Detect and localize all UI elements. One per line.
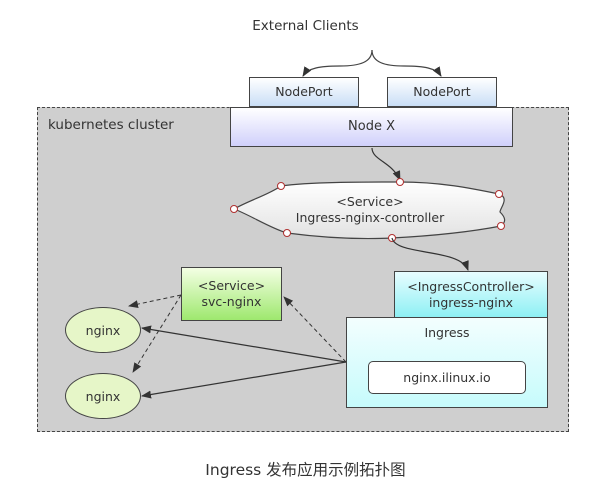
controller-service[interactable]: <Service> Ingress-nginx-controller bbox=[250, 194, 490, 226]
node-to-controller-service-arrow bbox=[371, 147, 401, 181]
pod-2-label: nginx bbox=[85, 388, 121, 404]
nodeport-right-label: NodePort bbox=[413, 84, 471, 99]
svc-to-pod1-arrow bbox=[128, 294, 182, 309]
controller-service-name: Ingress-nginx-controller bbox=[295, 210, 445, 225]
brace-right-arrow bbox=[371, 49, 442, 77]
ingress-controller-stereotype: <IngressController> bbox=[407, 278, 535, 294]
ingress-controller-name: ingress-nginx bbox=[428, 294, 514, 310]
node-x[interactable]: Node X bbox=[230, 107, 513, 147]
svc-name: svc-nginx bbox=[201, 294, 262, 309]
ingress-label: Ingress bbox=[424, 325, 470, 340]
pod-1-label: nginx bbox=[85, 322, 121, 338]
controller-service-stereotype: <Service> bbox=[336, 194, 404, 209]
svc-to-pod2-arrow bbox=[132, 294, 182, 373]
nodeport-left[interactable]: NodePort bbox=[249, 77, 359, 107]
ingress-to-pod2-arrow bbox=[141, 361, 347, 399]
nodeport-right[interactable]: NodePort bbox=[387, 77, 497, 107]
controller-service-to-ingress-controller-arrow bbox=[391, 237, 469, 271]
pod-nginx-2[interactable]: nginx bbox=[65, 373, 141, 419]
ingress-host[interactable]: nginx.ilinux.io bbox=[368, 361, 526, 394]
external-clients-label: External Clients bbox=[252, 18, 359, 34]
brace-left-arrow bbox=[302, 49, 373, 77]
figure-caption: Ingress 发布应用示例拓扑图 bbox=[205, 461, 406, 479]
pod-nginx-1[interactable]: nginx bbox=[65, 307, 141, 353]
cluster-label: kubernetes cluster bbox=[48, 117, 174, 133]
ingress-to-pod1-arrow bbox=[141, 325, 347, 363]
ingress-controller[interactable]: <IngressController> ingress-nginx bbox=[394, 271, 548, 318]
svc-nginx[interactable]: <Service> svc-nginx bbox=[181, 267, 282, 321]
node-x-label: Node X bbox=[348, 119, 395, 134]
ingress-to-svc-arrow bbox=[283, 296, 347, 363]
svc-stereotype: <Service> bbox=[197, 278, 266, 293]
ingress-host-label: nginx.ilinux.io bbox=[403, 369, 491, 385]
controller-service-cloud bbox=[232, 181, 506, 240]
cloud-handles bbox=[230, 178, 505, 242]
nodeport-left-label: NodePort bbox=[275, 84, 333, 99]
